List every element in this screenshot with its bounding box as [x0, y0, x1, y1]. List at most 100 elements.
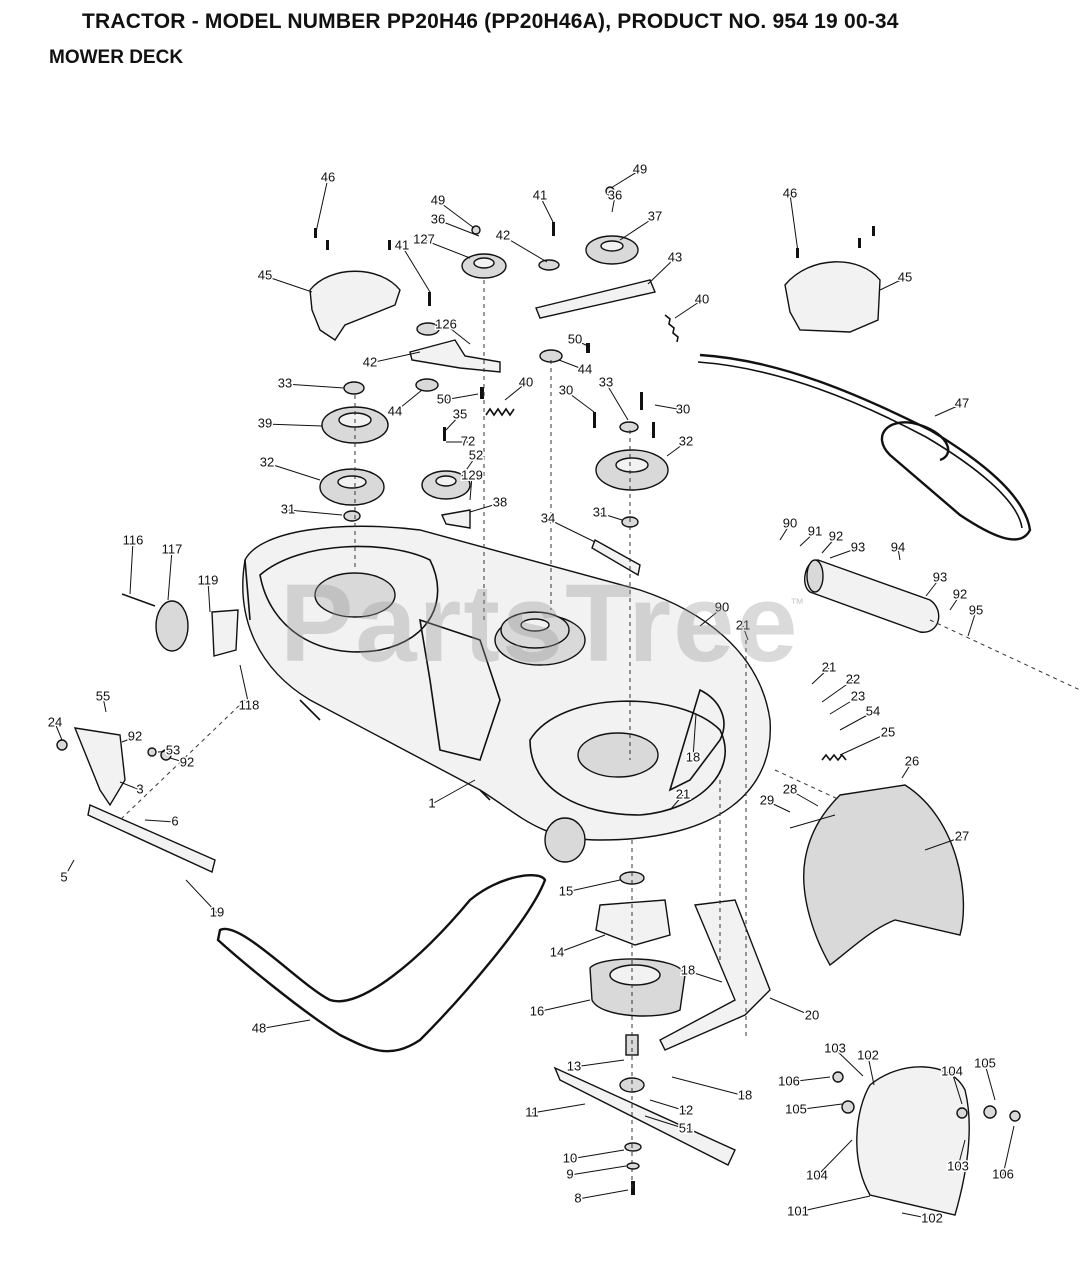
- callout-label: 91: [808, 523, 822, 538]
- callout-label: 33: [278, 375, 292, 390]
- callout-leader: [799, 531, 816, 547]
- callout-leader: [647, 257, 676, 285]
- roller-94: [804, 559, 940, 633]
- callout-leader: [984, 1063, 996, 1101]
- callout-label: 118: [239, 697, 260, 712]
- callout-leader: [789, 789, 819, 807]
- callout-label: 21: [736, 617, 750, 632]
- callout-label: 92: [829, 528, 843, 543]
- callout-label: 28: [783, 781, 797, 796]
- callout-label: 20: [805, 1007, 819, 1022]
- callout-leader: [879, 277, 906, 291]
- callout-label: 129: [461, 467, 483, 482]
- callout-label: 49: [431, 192, 445, 207]
- rod-29: [789, 814, 836, 829]
- callout-leader: [207, 580, 211, 613]
- washer-42-right: [538, 259, 560, 271]
- callout-leader: [167, 549, 173, 601]
- callout-label: 46: [783, 185, 797, 200]
- callout-leader: [669, 794, 684, 811]
- callout-label: 31: [281, 501, 295, 516]
- idler-arm-126: [409, 339, 501, 373]
- callout-label: 49: [633, 161, 647, 176]
- callout-leader: [897, 547, 901, 561]
- callout-label: 94: [891, 539, 905, 554]
- roller-end-93: [806, 559, 824, 593]
- callout-leader: [666, 441, 687, 457]
- callout-leader: [401, 245, 431, 293]
- callout-leader: [779, 523, 791, 541]
- callout-leader: [469, 502, 501, 513]
- callout-label: 38: [493, 494, 507, 509]
- bolt-116: [121, 593, 156, 607]
- callout-label: 93: [851, 539, 865, 554]
- deflector-20: [659, 899, 771, 1051]
- callout-leader: [369, 351, 421, 364]
- callout-leader: [901, 1212, 933, 1220]
- callout-leader: [619, 216, 656, 241]
- callout-label: 18: [681, 962, 695, 977]
- callout-leader: [654, 404, 684, 411]
- callout-label: 6: [171, 813, 178, 828]
- callout-label: 105: [974, 1055, 996, 1070]
- callout-leader: [1002, 1125, 1015, 1176]
- callout-leader: [102, 696, 107, 713]
- callout-leader: [437, 219, 480, 237]
- callout-label: 55: [96, 688, 110, 703]
- callout-leader: [504, 382, 527, 401]
- hanger-bracket-3: [73, 727, 126, 807]
- callout-leader: [169, 757, 188, 764]
- washer-92-left: [56, 739, 68, 751]
- callout-leader: [185, 879, 218, 914]
- callout-leader: [687, 970, 723, 983]
- callout-leader: [565, 879, 621, 893]
- callout-label: 104: [941, 1063, 963, 1078]
- callout-label: 5: [60, 869, 67, 884]
- callout-label: 104: [806, 1167, 828, 1182]
- callout-leader: [742, 625, 749, 641]
- pulley-32-right: [595, 449, 669, 491]
- callout-leader: [577, 1189, 629, 1200]
- washer-104-right: [956, 1107, 968, 1119]
- callout-leader: [839, 732, 889, 756]
- belt-47: [699, 353, 1032, 541]
- callout-leader: [934, 403, 963, 417]
- callout-label: 106: [992, 1166, 1014, 1181]
- assembly-guide-lines: [119, 280, 1081, 1190]
- nut-49-right: [605, 186, 615, 196]
- callout-label: 11: [525, 1104, 539, 1119]
- callout-leader: [611, 195, 616, 213]
- callout-leader: [239, 664, 250, 707]
- callout-label: 46: [321, 169, 335, 184]
- callout-label: 40: [519, 374, 533, 389]
- callout-leader: [692, 713, 697, 759]
- spring-40-left: [485, 407, 515, 417]
- callout-label: 8: [574, 1190, 581, 1205]
- callout-label: 13: [567, 1058, 581, 1073]
- callout-leader: [867, 1055, 875, 1086]
- callout-label: 34: [541, 510, 555, 525]
- callout-label: 44: [578, 361, 592, 376]
- callout-leader: [901, 761, 913, 779]
- callout-label: 32: [679, 433, 693, 448]
- callout-label: 53: [166, 742, 180, 757]
- callout-leader: [573, 1059, 625, 1068]
- callout-label: 116: [123, 532, 144, 547]
- callout-label: 93: [933, 569, 947, 584]
- callout-label: 29: [760, 792, 774, 807]
- bracket-38: [440, 509, 471, 529]
- callout-label: 44: [388, 403, 402, 418]
- callout-leader: [605, 382, 629, 421]
- knob-105-right: [983, 1105, 997, 1119]
- callout-label: 37: [648, 208, 662, 223]
- callout-label: 92: [180, 754, 194, 769]
- callout-label: 102: [857, 1047, 879, 1062]
- callout-label: 47: [955, 395, 969, 410]
- callout-label: 90: [715, 599, 729, 614]
- callout-leader: [437, 200, 475, 229]
- callout-label: 19: [210, 904, 224, 919]
- callout-leader: [264, 423, 323, 427]
- callout-leader: [121, 736, 136, 743]
